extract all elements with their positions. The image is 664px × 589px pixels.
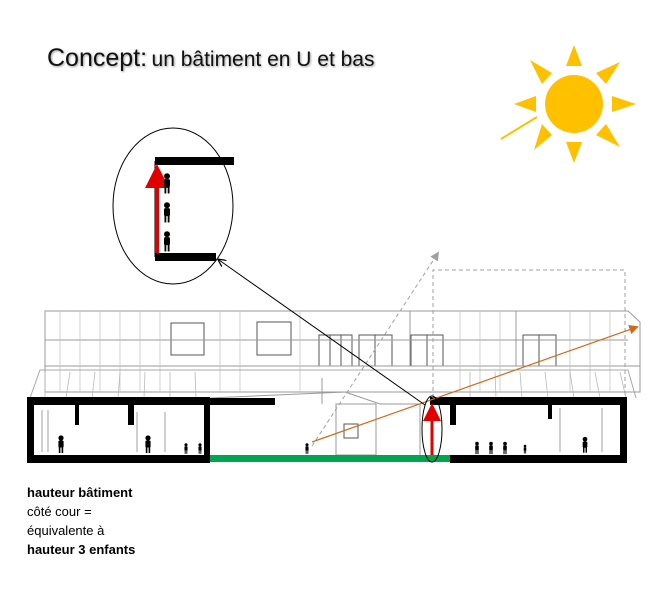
caption-line-2: côté cour = bbox=[27, 504, 92, 519]
caption-line-3: équivalente à bbox=[27, 523, 105, 538]
caption-line-4: hauteur 3 enfants bbox=[27, 542, 136, 557]
building-section bbox=[27, 397, 627, 463]
stacked-children-icon bbox=[164, 173, 170, 252]
courtyard-ground bbox=[210, 455, 450, 462]
callout-arrow bbox=[219, 260, 426, 406]
roof-hatching bbox=[29, 311, 637, 399]
sun-ray-dashed bbox=[311, 251, 626, 447]
caption-line-1: hauteur bâtiment bbox=[27, 485, 133, 500]
back-building-elevation bbox=[44, 310, 641, 393]
sight-line-arrow bbox=[311, 325, 639, 443]
section-height-marker bbox=[421, 395, 443, 463]
title-sub: un bâtiment en U et bas bbox=[151, 48, 375, 71]
diagram-title: Concept: un bâtiment en U et bas bbox=[47, 44, 375, 73]
courtyard-background-structure bbox=[209, 378, 421, 456]
title-main: Concept: bbox=[47, 44, 148, 72]
sun-icon bbox=[500, 45, 636, 163]
caption: hauteur bâtiment côté cour = équivalente… bbox=[27, 483, 135, 559]
zoom-callout bbox=[112, 127, 234, 285]
